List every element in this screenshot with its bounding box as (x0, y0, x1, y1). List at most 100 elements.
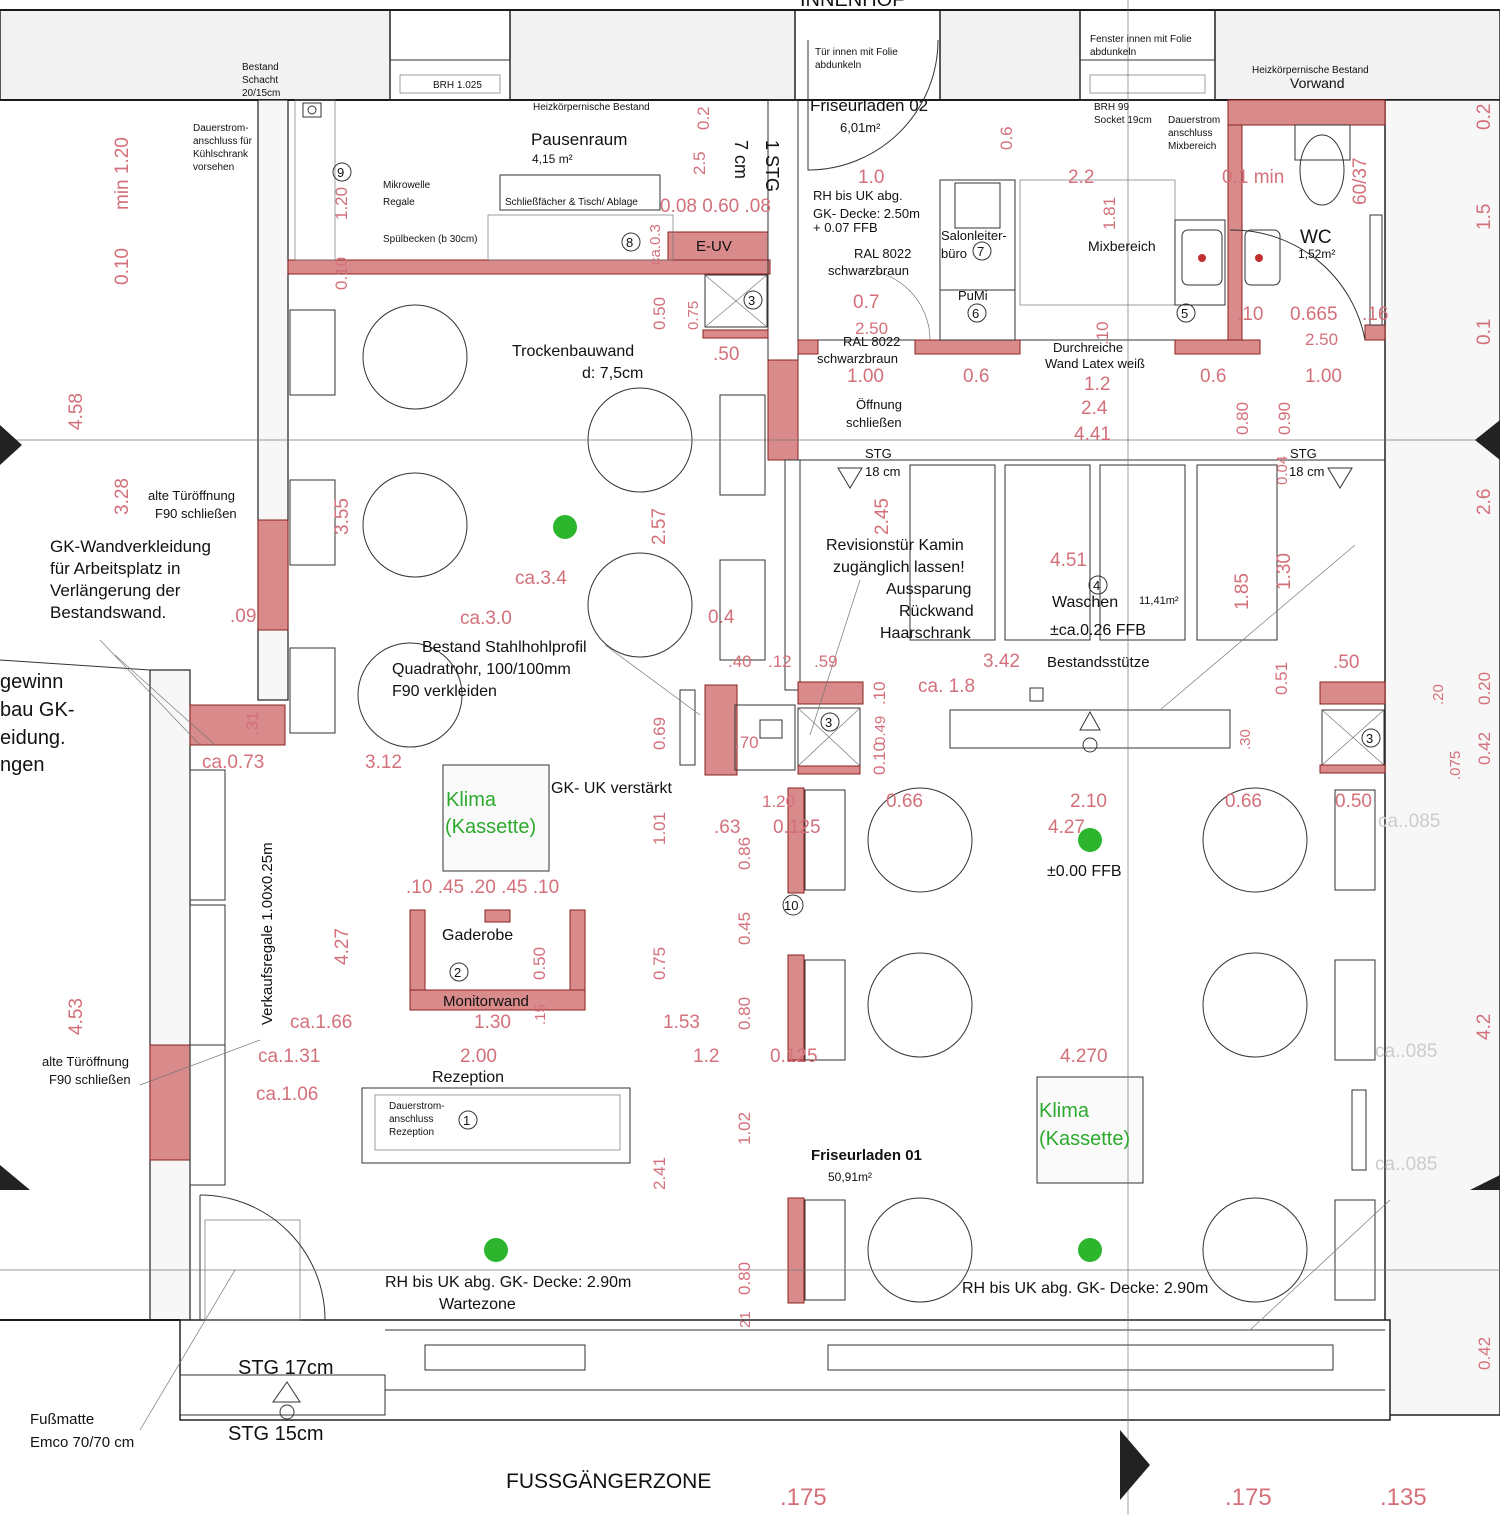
svg-text:Aussparung: Aussparung (886, 581, 971, 598)
svg-text:0.125: 0.125 (773, 817, 821, 838)
svg-text:21: 21 (737, 1311, 754, 1328)
svg-text:4.53: 4.53 (66, 998, 87, 1035)
svg-text:0.1 min: 0.1 min (1222, 167, 1284, 188)
svg-text:RAL 8022: RAL 8022 (843, 334, 900, 349)
svg-text:ca. 1.8: ca. 1.8 (918, 676, 975, 697)
svg-text:Bestandsstütze: Bestandsstütze (1047, 654, 1150, 671)
svg-text:0.50: 0.50 (650, 297, 669, 330)
svg-text:0.49: 0.49 (872, 716, 889, 745)
svg-text:Schacht: Schacht (242, 75, 278, 86)
svg-text:(Kassette): (Kassette) (445, 816, 536, 838)
svg-text:18 cm: 18 cm (1289, 464, 1324, 479)
svg-text:1.30: 1.30 (1274, 553, 1295, 590)
svg-text:ca.1.31: ca.1.31 (258, 1046, 320, 1067)
svg-text:1.0: 1.0 (858, 167, 884, 188)
svg-text:.63: .63 (714, 817, 740, 838)
svg-text:0.80: 0.80 (735, 1262, 754, 1295)
svg-text:RH bis UK abg. GK- Decke: 2.90: RH bis UK abg. GK- Decke: 2.90m (385, 1274, 631, 1291)
svg-text:0.2: 0.2 (694, 106, 713, 130)
svg-text:GK- UK verstärkt: GK- UK verstärkt (551, 780, 672, 797)
svg-text:alte Türöffnung: alte Türöffnung (42, 1054, 129, 1069)
svg-text:0.90: 0.90 (1275, 402, 1294, 435)
svg-text:3: 3 (825, 715, 832, 730)
svg-text:0.45: 0.45 (735, 912, 754, 945)
svg-text:0.51: 0.51 (1272, 662, 1291, 695)
svg-text:F90 schließen: F90 schließen (155, 506, 237, 521)
svg-text:abdunkeln: abdunkeln (815, 60, 861, 71)
svg-text:RH bis UK abg.: RH bis UK abg. (813, 188, 903, 203)
svg-text:0.86: 0.86 (735, 837, 754, 870)
svg-text:ngen: ngen (0, 754, 45, 776)
svg-text:Rezeption: Rezeption (432, 1069, 504, 1086)
svg-text:2.00: 2.00 (460, 1046, 497, 1067)
svg-text:4.51: 4.51 (1050, 550, 1087, 571)
svg-text:0.665: 0.665 (1290, 304, 1338, 325)
svg-text:ca.1.66: ca.1.66 (290, 1012, 352, 1033)
svg-text:Revisionstür Kamin: Revisionstür Kamin (826, 537, 964, 554)
room-friseur02-area: 6,01m² (840, 120, 881, 135)
svg-text:1.30: 1.30 (474, 1012, 511, 1033)
svg-text:0.6: 0.6 (1200, 366, 1226, 387)
svg-text:5: 5 (1181, 306, 1188, 321)
svg-text:Dauerstrom: Dauerstrom (1168, 115, 1220, 126)
svg-text:.50: .50 (713, 344, 739, 365)
svg-text:3.28: 3.28 (112, 478, 133, 515)
svg-text:2.41: 2.41 (650, 1157, 669, 1190)
room-wc-area: 1,52m² (1298, 247, 1335, 261)
svg-text:Bestandswand.: Bestandswand. (50, 603, 166, 622)
svg-text:büro: büro (941, 246, 967, 261)
svg-text:Vorwand: Vorwand (1290, 75, 1344, 91)
svg-text:Regale: Regale (383, 197, 415, 208)
room-waschen: Waschen (1052, 594, 1118, 611)
svg-text:3: 3 (1366, 731, 1373, 746)
svg-text:0.6: 0.6 (963, 366, 989, 387)
svg-text:Mixbereich: Mixbereich (1168, 141, 1216, 152)
svg-text:bau GK-: bau GK- (0, 699, 74, 721)
room-friseur01-area: 50,91m² (828, 1170, 872, 1184)
svg-text:Wand Latex weiß: Wand Latex weiß (1045, 356, 1145, 371)
svg-text:.59: .59 (814, 652, 838, 671)
svg-text:GK-Wandverkleidung: GK-Wandverkleidung (50, 537, 211, 556)
svg-text:0.4: 0.4 (708, 607, 735, 628)
svg-text:STG: STG (865, 446, 892, 461)
svg-text:ca..085: ca..085 (1375, 1041, 1437, 1062)
svg-text:Emco 70/70 cm: Emco 70/70 cm (30, 1434, 134, 1451)
svg-text:2.6: 2.6 (1474, 489, 1495, 515)
svg-text:schwarzbraun: schwarzbraun (828, 263, 909, 278)
svg-text:2.10: 2.10 (1070, 791, 1107, 812)
svg-text:0.08 0.60 .08: 0.08 0.60 .08 (660, 196, 771, 217)
svg-text:anschluss: anschluss (1168, 128, 1212, 139)
svg-text:.16: .16 (1362, 304, 1388, 325)
svg-text:0.10: 0.10 (112, 248, 133, 285)
svg-text:1.00: 1.00 (847, 366, 884, 387)
svg-text:Klima: Klima (1039, 1100, 1090, 1122)
svg-text:F90 verkleiden: F90 verkleiden (392, 683, 497, 700)
svg-text:Bestand: Bestand (242, 62, 279, 73)
svg-text:1.85: 1.85 (1232, 573, 1253, 610)
svg-text:2.2: 2.2 (1068, 167, 1094, 188)
svg-text:.10: .10 (1093, 321, 1112, 345)
svg-text:3.55: 3.55 (332, 498, 353, 535)
svg-text:.15: .15 (532, 1004, 549, 1025)
svg-text:4.27: 4.27 (1048, 817, 1085, 838)
svg-text:ca.0.73: ca.0.73 (202, 752, 264, 773)
svg-text:.20: .20 (1430, 684, 1447, 705)
svg-text:Klima: Klima (446, 789, 497, 811)
svg-text:0.10: 0.10 (332, 257, 351, 290)
svg-text:BRH 1.025: BRH 1.025 (433, 80, 482, 91)
svg-text:Spülbecken (b 30cm): Spülbecken (b 30cm) (383, 234, 478, 245)
svg-text:.30: .30 (1237, 729, 1254, 750)
svg-text:.09: .09 (230, 606, 256, 627)
svg-text:1.5: 1.5 (1474, 204, 1495, 230)
svg-text:1.2: 1.2 (693, 1046, 719, 1067)
svg-text:1.01: 1.01 (650, 812, 669, 845)
svg-text:vorsehen: vorsehen (193, 162, 234, 173)
svg-text:Heizkörpernische Bestand: Heizkörpernische Bestand (533, 102, 650, 113)
svg-text:ca.3.4: ca.3.4 (515, 568, 567, 589)
svg-text:.10: .10 (870, 681, 889, 705)
svg-text:3: 3 (748, 293, 755, 308)
svg-text:1: 1 (463, 1113, 470, 1128)
svg-text:anschluss für: anschluss für (193, 136, 253, 147)
svg-text:Haarschrank: Haarschrank (880, 625, 972, 642)
